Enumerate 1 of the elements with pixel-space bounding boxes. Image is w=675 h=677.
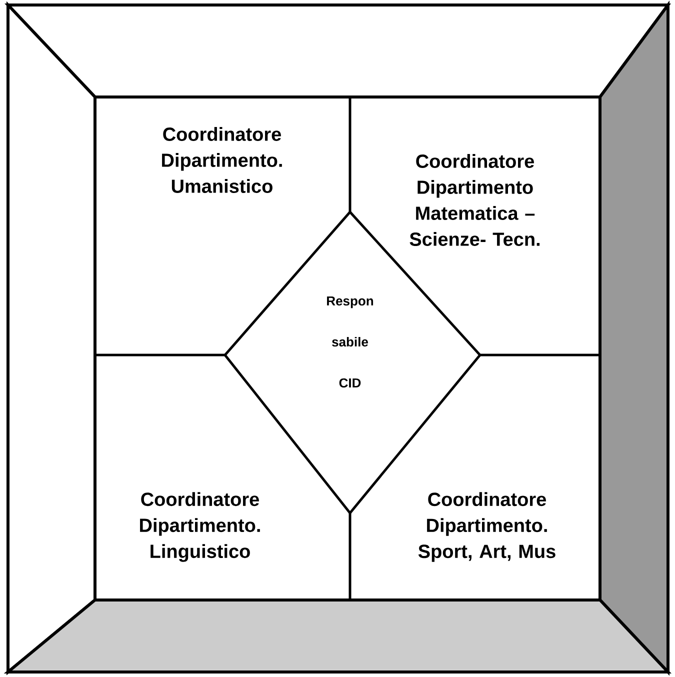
department-label: Coordinatore Dipartimento. Umanistico bbox=[162, 127, 282, 193]
